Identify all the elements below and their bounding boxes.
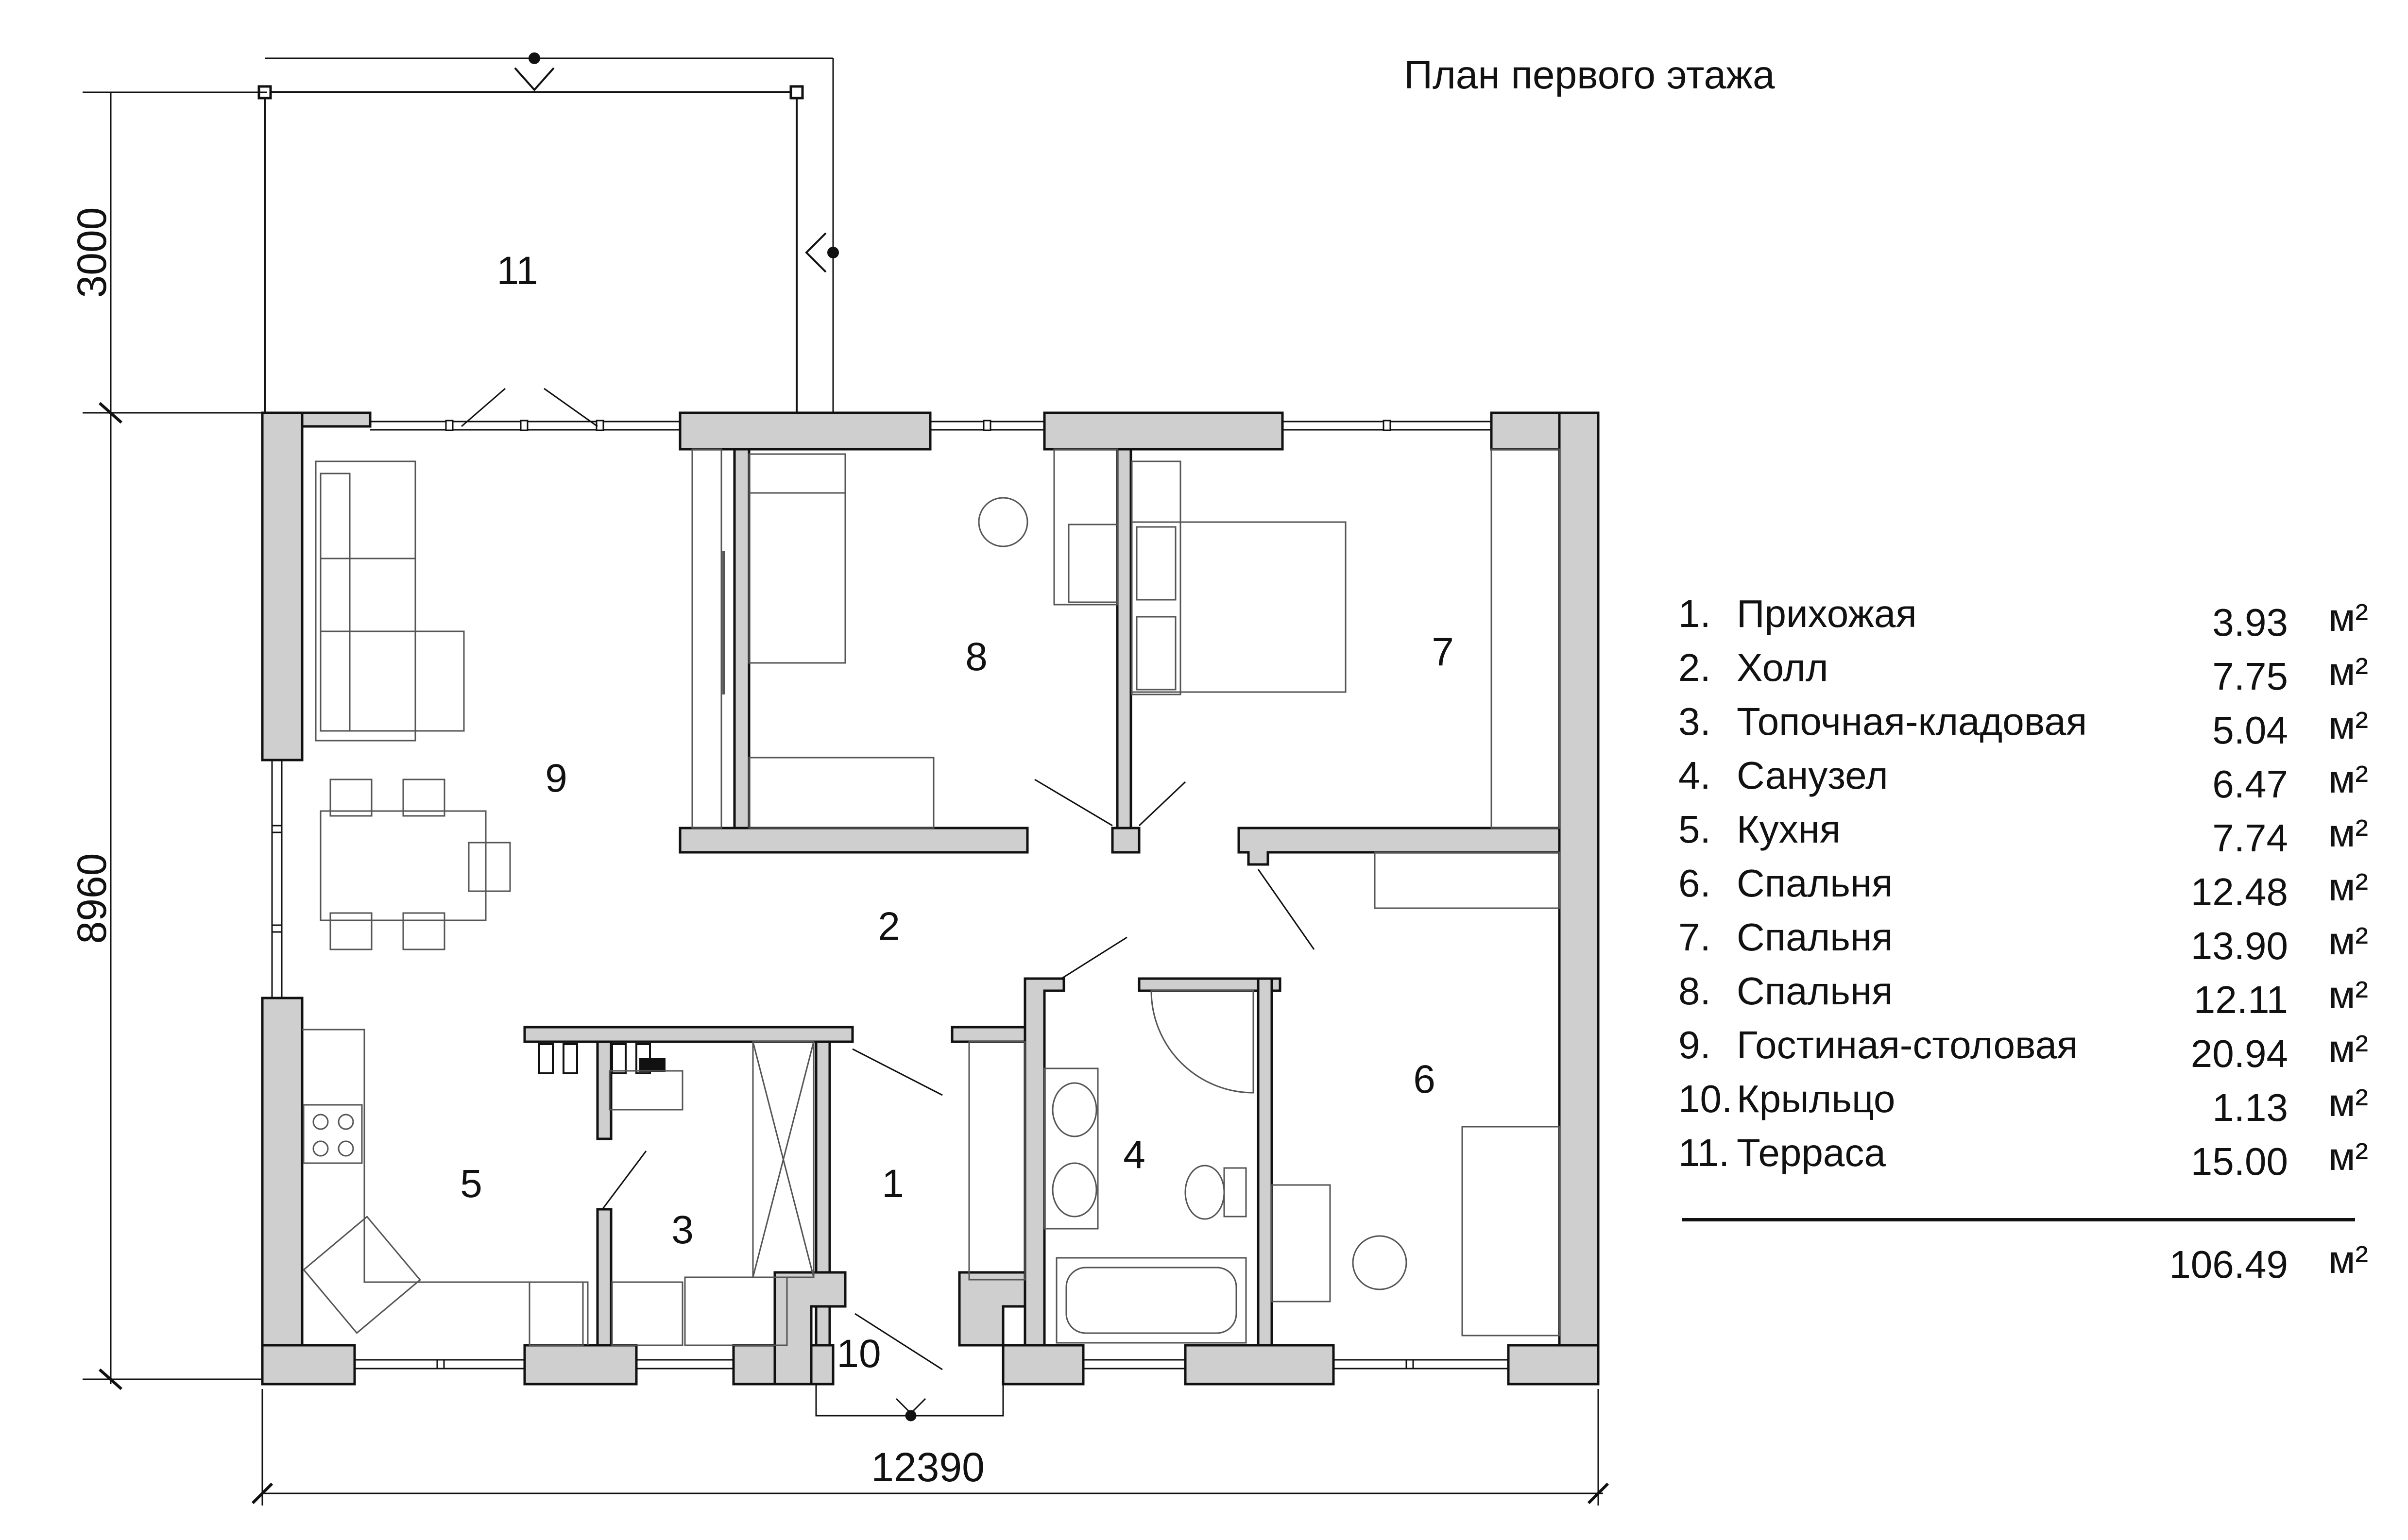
room-label-10: 10 <box>837 1332 881 1376</box>
legend-row: 9. Гостиная-столовая 20.94 м² <box>1678 1023 2368 1077</box>
room-label-7: 7 <box>1432 630 1454 674</box>
dim-terrace-depth: 3000 <box>69 207 115 298</box>
legend-num: 3. <box>1678 700 1711 743</box>
legend-area: 7.75 <box>2212 655 2288 698</box>
bed-room-7 <box>1131 521 1347 693</box>
legend-name: Спальня <box>1737 915 1893 959</box>
legend-row: 8. Спальня 12.11 м² <box>1678 969 2368 1023</box>
legend-area: 3.93 <box>2212 601 2288 644</box>
bed-room-6 <box>1461 1126 1560 1337</box>
porch <box>815 1384 1004 1422</box>
legend-area: 13.90 <box>2190 924 2288 967</box>
legend-row: 2. Холл 7.75 м² <box>1678 645 2368 699</box>
page-title: План первого этажа <box>1404 53 1775 97</box>
legend-unit: м² <box>2328 919 2368 963</box>
legend-unit: м² <box>2328 650 2368 693</box>
room-label-4: 4 <box>1123 1133 1145 1177</box>
windows <box>271 420 1508 1370</box>
legend-unit: м² <box>2328 973 2368 1016</box>
dimension-lines <box>83 91 1609 1506</box>
legend-name: Крыльцо <box>1737 1077 1896 1120</box>
bed-room-8 <box>748 453 846 664</box>
legend-name: Прихожая <box>1737 592 1917 635</box>
cooktop <box>303 1104 363 1164</box>
legend-row: 1. Прихожая 3.93 м² <box>1678 592 2368 645</box>
dining-table <box>320 810 487 921</box>
legend-row: 3. Топочная-кладовая 5.04 м² <box>1678 699 2368 753</box>
legend-row: 11.Терраса 15.00 м² <box>1678 1131 2368 1185</box>
toilet <box>1184 1165 1225 1220</box>
legend-unit: м² <box>2328 1135 2368 1178</box>
room-label-9: 9 <box>545 756 567 800</box>
legend-num: 5. <box>1678 808 1711 851</box>
room-label-2: 2 <box>878 904 900 948</box>
legend-name: Санузел <box>1737 754 1888 797</box>
shower <box>1150 990 1254 1094</box>
room-label-3: 3 <box>671 1208 694 1252</box>
legend-name: Спальня <box>1737 969 1893 1013</box>
legend-area: 20.94 <box>2190 1032 2288 1075</box>
legend-num: 9. <box>1678 1023 1711 1066</box>
bathtub <box>1056 1257 1247 1344</box>
terrace-door <box>461 388 598 427</box>
room-label-6: 6 <box>1413 1057 1435 1101</box>
total-area: 106.49 м² <box>1678 1234 2368 1292</box>
room-label-11: 11 <box>496 249 538 293</box>
legend-num: 1. <box>1678 592 1711 635</box>
legend-num: 10. <box>1678 1077 1733 1120</box>
fridge <box>529 1281 584 1346</box>
legend-unit: м² <box>2328 812 2368 855</box>
total-area-value: 106.49 <box>2169 1243 2288 1286</box>
legend-row: 6. Спальня 12.48 м² <box>1678 861 2368 915</box>
interior-walls <box>523 448 1561 1386</box>
legend-num: 6. <box>1678 862 1711 905</box>
legend-unit: м² <box>2328 704 2368 747</box>
sofa <box>315 460 416 742</box>
legend-area: 7.74 <box>2212 816 2288 860</box>
legend-num: 11. <box>1678 1131 1730 1174</box>
legend-unit: м² <box>2328 865 2368 909</box>
doors <box>601 778 1315 1371</box>
legend-row: 4. Санузел 6.47 м² <box>1678 753 2368 807</box>
sinks <box>1043 1067 1099 1230</box>
legend-num: 8. <box>1678 969 1711 1013</box>
room-label-1: 1 <box>882 1162 904 1206</box>
room-legend: 1. Прихожая 3.93 м² 2. Холл 7.75 м² 3. Топочная-к… <box>1678 592 2368 1185</box>
legend-area: 5.04 <box>2212 709 2288 752</box>
legend-num: 4. <box>1678 754 1711 797</box>
legend-area: 12.48 <box>2190 870 2288 914</box>
dim-house-depth: 8960 <box>69 853 115 944</box>
legend-unit: м² <box>2328 1081 2368 1124</box>
room-label-8: 8 <box>965 635 988 679</box>
legend-name: Спальня <box>1737 862 1893 905</box>
legend-row: 7. Спальня 13.90 м² <box>1678 915 2368 969</box>
legend-unit: м² <box>2328 758 2368 801</box>
legend-name: Кухня <box>1737 808 1841 851</box>
legend-area: 6.47 <box>2212 762 2288 806</box>
legend-area: 15.00 <box>2190 1140 2288 1183</box>
legend-name: Терраса <box>1737 1131 1886 1174</box>
legend-name: Холл <box>1737 646 1828 689</box>
legend-divider <box>1682 1218 2355 1221</box>
legend-unit: м² <box>2328 596 2368 639</box>
room-label-5: 5 <box>460 1162 482 1206</box>
legend-row: 5. Кухня 7.74 м² <box>1678 807 2368 861</box>
legend-row: 10.Крыльцо 1.13 м² <box>1678 1077 2368 1131</box>
total-area-unit: м² <box>2328 1238 2368 1281</box>
kitchen-sink <box>303 1216 421 1334</box>
terrace <box>257 52 839 413</box>
legend-unit: м² <box>2328 1027 2368 1070</box>
legend-area: 12.11 <box>2193 978 2288 1021</box>
room-labels: 1 2 3 4 5 6 7 8 9 10 11 <box>460 249 1454 1376</box>
dim-house-width: 12390 <box>871 1444 985 1490</box>
legend-name: Гостиная-столовая <box>1737 1023 2078 1066</box>
exterior-walls <box>261 411 1600 1386</box>
ventilation-ducts <box>538 1043 666 1074</box>
legend-area: 1.13 <box>2212 1086 2288 1129</box>
furniture <box>302 448 1560 1346</box>
legend-num: 2. <box>1678 646 1711 689</box>
legend-num: 7. <box>1678 915 1711 959</box>
legend-name: Топочная-кладовая <box>1737 700 2087 743</box>
